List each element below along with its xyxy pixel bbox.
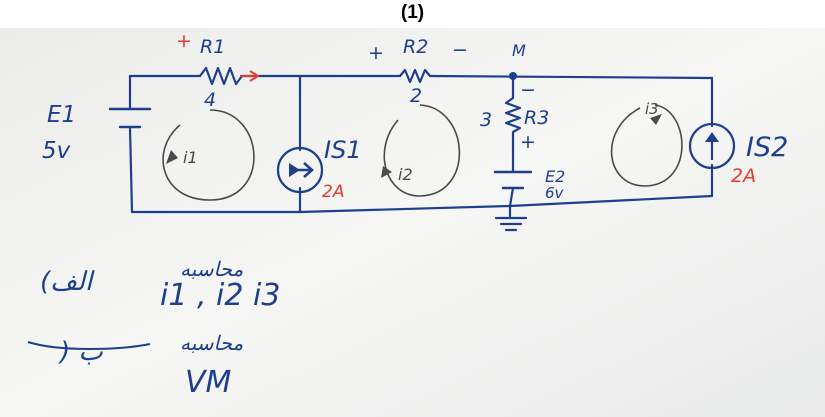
current-source-is2 — [688, 122, 736, 170]
r1-plus-sign: + — [176, 30, 192, 52]
resistor-r2 — [399, 68, 431, 84]
mesh-label-i3: i3 — [645, 100, 659, 118]
r3-value: 3 — [480, 109, 492, 131]
mesh-arrow-i1 — [166, 150, 178, 164]
battery-e2 — [493, 170, 533, 190]
ground-symbol — [494, 204, 528, 232]
e2-value: 6v — [545, 184, 565, 202]
resistor-r3 — [504, 97, 522, 133]
is2-value: 2A — [731, 165, 756, 187]
node-m-label: M — [512, 41, 526, 60]
question-b-label: ) ب — [58, 337, 103, 367]
wire-top-right — [428, 74, 714, 80]
r2-value: 2 — [410, 85, 422, 107]
mesh-loop-i2 — [383, 104, 461, 197]
question-b-underline — [27, 341, 151, 350]
question-a-label: (الف — [40, 267, 95, 297]
is1-value: 2A — [322, 182, 344, 202]
current-source-is1 — [276, 146, 324, 194]
mesh-arrow-i2 — [381, 166, 392, 178]
r3-plus-sign: + — [520, 131, 536, 153]
question-b-text: VM — [185, 365, 232, 400]
is2-label: IS2 — [746, 132, 788, 163]
e1-value: 5v — [42, 138, 71, 164]
r2-minus-sign: − — [452, 39, 468, 61]
r1-arrow — [240, 70, 260, 82]
question-a-top: محاسبه — [180, 257, 244, 281]
resistor-r1 — [199, 66, 250, 86]
r3-minus-sign: − — [520, 79, 536, 101]
r3-label: R3 — [524, 107, 549, 129]
r1-value: 4 — [204, 89, 216, 111]
e1-label: E1 — [47, 102, 76, 128]
page-title: (1) — [400, 2, 425, 23]
r2-label: R2 — [403, 36, 428, 58]
wire-r3-branch — [508, 76, 515, 208]
battery-e1 — [108, 107, 152, 129]
question-b-top: محاسبه — [180, 331, 244, 355]
e2-label: E2 — [545, 167, 565, 186]
mesh-label-i2: i2 — [398, 165, 413, 184]
r2-plus-sign: + — [368, 42, 384, 64]
wire-left — [128, 74, 134, 214]
is1-label: IS1 — [324, 136, 362, 164]
mesh-arrow-i3 — [650, 114, 662, 125]
question-a-text: i1 , i2 i3 — [160, 278, 280, 313]
mesh-label-i1: i1 — [183, 148, 198, 167]
r1-label: R1 — [200, 36, 225, 58]
mesh-loop-i3 — [610, 104, 683, 187]
node-m-dot — [509, 72, 517, 80]
mesh-loop-i1 — [162, 109, 255, 201]
wire-bottom — [130, 194, 714, 214]
